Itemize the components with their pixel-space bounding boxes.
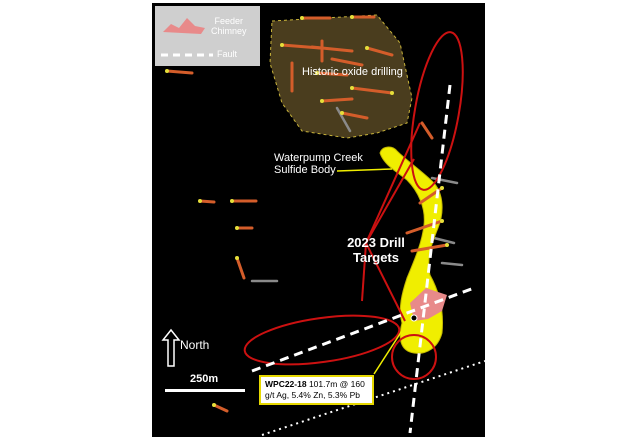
- map-view: Feeder Chimney Fault Historic oxide dril…: [152, 3, 485, 437]
- historic-oxide-label: Historic oxide drilling: [302, 66, 403, 78]
- drill-targets-label: 2023 Drill Targets: [347, 235, 405, 265]
- target-arrows: [361, 122, 421, 322]
- map-graphics: [165, 14, 485, 436]
- faults: [251, 84, 475, 434]
- sulfide-body-label: Waterpump Creek Sulfide Body: [274, 152, 363, 176]
- map-legend: Feeder Chimney Fault: [155, 6, 260, 66]
- callout-result: 101.7m @ 160 g/t Ag, 5.4% Zn, 5.3% Pb: [265, 379, 365, 400]
- fault-legend-swatch: [161, 53, 213, 57]
- collar-wpc22-18: [410, 314, 418, 322]
- north-label: North: [180, 338, 210, 352]
- grey-drill-traces: [250, 106, 464, 283]
- legend-fault-label: Fault: [217, 49, 238, 59]
- scale-bar: [165, 389, 245, 392]
- north-arrow-icon: [161, 328, 181, 367]
- scale-label: 250m: [190, 373, 219, 385]
- drill-result-callout: WPC22-18 101.7m @ 160 g/t Ag, 5.4% Zn, 5…: [259, 375, 374, 405]
- historic-drill-traces: [165, 15, 434, 413]
- drill-collars: [165, 15, 449, 407]
- callout-hole-id: WPC22-18: [265, 379, 307, 389]
- legend-feeder-label: Feeder Chimney: [211, 16, 247, 36]
- feeder-legend-swatch: [163, 18, 205, 34]
- target-ellipses: [243, 31, 464, 380]
